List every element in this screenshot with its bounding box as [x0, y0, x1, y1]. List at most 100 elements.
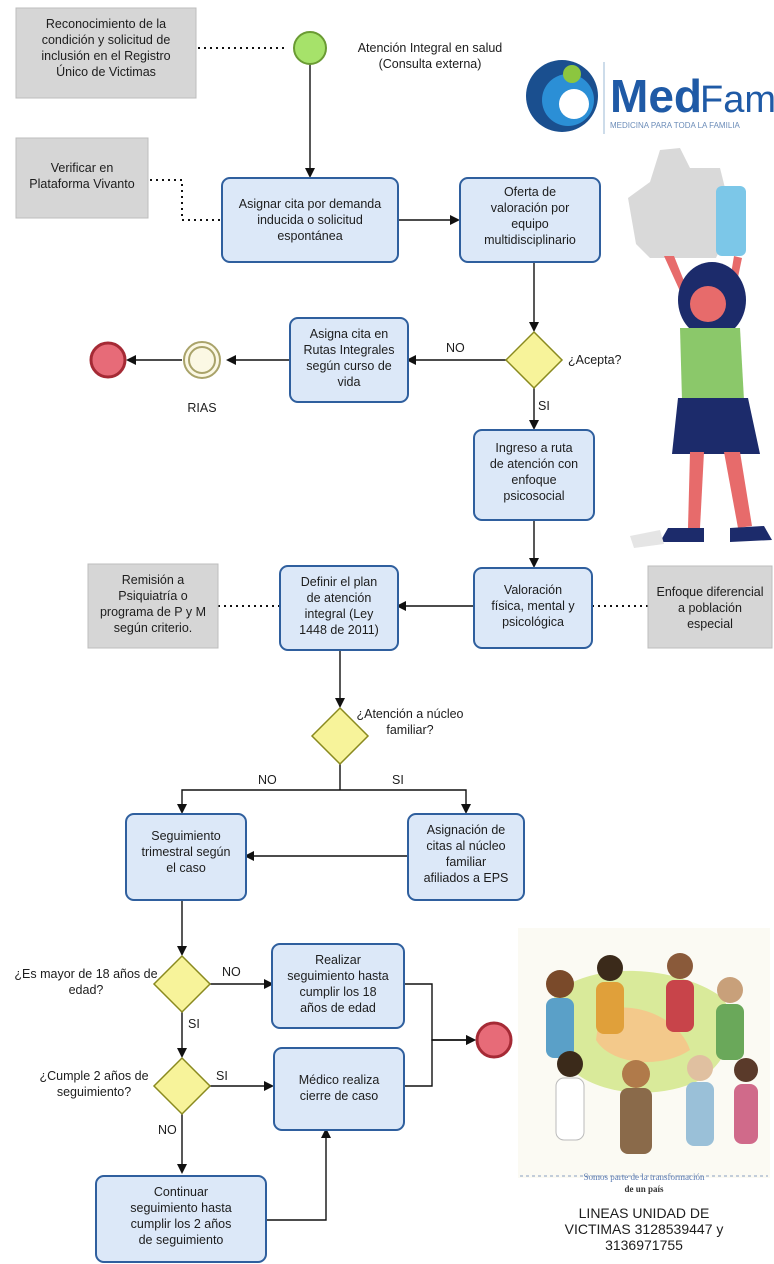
text-line: seguimiento hasta	[287, 969, 389, 983]
woman-shirt	[680, 328, 744, 400]
text-line: ¿Atención a núcleo	[356, 707, 463, 721]
text-line: psicosocial	[503, 489, 564, 503]
text-line: edad?	[69, 983, 104, 997]
note-enfoque-text: Enfoque diferencial a población especial	[656, 585, 763, 631]
edge-continuar-medico	[266, 1128, 331, 1221]
text-line: Continuar	[154, 1185, 208, 1199]
edge-label-si-nucleo: SI	[392, 773, 404, 787]
text-line: el caso	[166, 861, 206, 875]
text-line: Seguimiento	[151, 829, 221, 843]
task-seguimiento-trimestral-text: Seguimiento trimestral según el caso	[142, 829, 231, 875]
text-line: seguimiento hasta	[130, 1201, 232, 1215]
decision-mayor-18	[152, 954, 212, 1014]
edge-label-no-acepta: NO	[446, 341, 465, 355]
task-rutas-integrales	[289, 317, 409, 403]
text-line: VICTIMAS 3128539447 y	[565, 1221, 724, 1237]
task-realizar-seguimiento	[271, 943, 405, 1029]
text-line: Atención Integral en salud	[358, 41, 503, 55]
edge-medico-end	[404, 1035, 476, 1087]
community-banner-text-2: de un país	[624, 1184, 664, 1194]
text-line: Enfoque diferencial	[656, 585, 763, 599]
logo-green-dot	[563, 65, 581, 83]
text-line: ¿Acepta?	[568, 353, 622, 367]
text-line: programa de P y M	[100, 605, 206, 619]
task-asignacion-citas	[407, 813, 525, 901]
decision-acepta-label: ¿Acepta?	[568, 353, 622, 367]
text-line: 1448 de 2011)	[299, 623, 379, 637]
text-line: especial	[687, 617, 733, 631]
community-banner-text: Somos parte de la transformación	[584, 1172, 705, 1182]
edge-realizar-end	[404, 983, 476, 1045]
edge-nucleo-seguimiento	[177, 789, 340, 814]
edge-label-si-mayor: SI	[188, 1017, 200, 1031]
task-continuar-seguimiento	[95, 1175, 267, 1263]
woman-skirt	[672, 398, 760, 454]
text-line: vida	[338, 375, 361, 389]
edge-label-no-mayor: NO	[222, 965, 241, 979]
task-medico-cierre	[273, 1047, 405, 1131]
start-label: Atención Integral en salud (Consulta exte…	[358, 41, 503, 71]
text-line: RIAS	[187, 401, 216, 415]
text-line: de atención	[307, 591, 372, 605]
edge-label-si-acepta: SI	[538, 399, 550, 413]
text-line: Plataforma Vivanto	[29, 177, 134, 191]
edge-nucleo-asignacion	[340, 789, 471, 814]
text-line: Médico realiza	[299, 1073, 380, 1087]
decision-nucleo-familiar	[310, 706, 370, 766]
text-line: (Consulta externa)	[379, 57, 482, 71]
text-line: Verificar en	[51, 161, 114, 175]
text-line: Asignar cita por demanda	[239, 197, 381, 211]
task-oferta	[459, 177, 601, 263]
text-line: seguimiento?	[57, 1085, 131, 1099]
text-line: cumplir los 18	[299, 985, 376, 999]
dotted-link-verificar	[150, 179, 222, 221]
logo-tagline: MEDICINA PARA TODA LA FAMILIA	[610, 121, 740, 130]
community-illustration: Somos parte de la transformación de un p…	[518, 928, 770, 1194]
task-seguimiento-trimestral	[125, 813, 247, 901]
text-line: Remisión a	[122, 573, 185, 587]
connectors	[126, 47, 648, 1221]
text-line: a población	[678, 601, 742, 615]
text-line: Asigna cita en	[310, 327, 389, 341]
text-line: Ingreso a ruta	[495, 441, 572, 455]
note-enfoque	[647, 565, 773, 649]
decision-nucleo-familiar-label: ¿Atención a núcleo familiar?	[356, 707, 463, 737]
text-line: multidisciplinario	[484, 233, 576, 247]
text-line: trimestral según	[142, 845, 231, 859]
task-continuar-seguimiento-text: Continuar seguimiento hasta cumplir los 2 …	[130, 1185, 232, 1247]
intermediate-event-inner	[188, 346, 216, 374]
woman-thumbs-up-illustration	[628, 148, 772, 548]
text-line: psicológica	[502, 615, 564, 629]
decision-acepta	[504, 330, 564, 390]
note-remision	[87, 563, 219, 649]
text-line: inclusión en el Registro	[41, 49, 170, 63]
text-line: años de edad	[300, 1001, 376, 1015]
text-line: cumplir los 2 años	[131, 1217, 232, 1231]
woman-face	[690, 286, 726, 322]
note-verificar	[15, 137, 149, 219]
text-line: ¿Cumple 2 años de	[39, 1069, 148, 1083]
text-line: familiar	[446, 855, 486, 869]
text-line: 3136971755	[605, 1237, 683, 1253]
text-line: familiar?	[386, 723, 433, 737]
text-line: condición y solicitud de	[42, 33, 171, 47]
note-reconocimiento	[15, 7, 197, 99]
text-line: Único de Victimas	[56, 64, 156, 79]
medfam-logo: Med Fam MEDICINA PARA TODA LA FAMILIA	[526, 60, 774, 134]
logo-brand-a: Med	[610, 70, 702, 122]
note-verificar-text: Verificar en Plataforma Vivanto	[29, 161, 134, 191]
text-line: integral (Ley	[305, 607, 375, 621]
text-line: según curso de	[306, 359, 392, 373]
task-ingreso-ruta	[473, 429, 595, 521]
text-line: de seguimiento	[139, 1233, 224, 1247]
